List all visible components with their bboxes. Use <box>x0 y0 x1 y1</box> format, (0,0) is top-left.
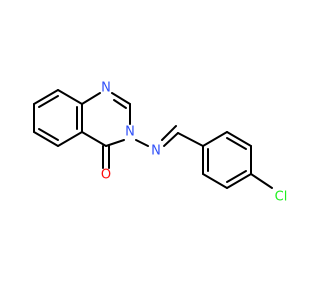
bond <box>202 131 228 147</box>
bond <box>33 89 59 105</box>
bond <box>113 99 127 109</box>
bond <box>81 131 107 147</box>
bond <box>57 89 83 105</box>
bond <box>226 137 247 150</box>
bond <box>38 95 59 108</box>
molecule-canvas: N N N O Cl <box>33 80 288 205</box>
bond <box>38 128 59 141</box>
bond <box>226 173 252 189</box>
bond <box>250 173 273 189</box>
bond <box>161 125 177 141</box>
bond <box>226 170 247 183</box>
bond <box>135 139 149 147</box>
bond <box>177 132 204 147</box>
nitrogen-atom-imine: N <box>151 144 161 159</box>
bond <box>226 131 252 147</box>
chlorine-atom: Cl <box>275 190 288 205</box>
bond <box>81 92 101 105</box>
bond <box>33 131 59 147</box>
bond <box>57 131 83 147</box>
nitrogen-atom-n3: N <box>125 125 135 140</box>
nitrogen-atom-n1: N <box>101 81 111 96</box>
bond <box>163 132 179 147</box>
oxygen-atom: O <box>101 168 111 183</box>
bond <box>202 173 228 189</box>
molecule-structure: N N N O Cl <box>33 81 288 205</box>
bond <box>111 92 131 105</box>
